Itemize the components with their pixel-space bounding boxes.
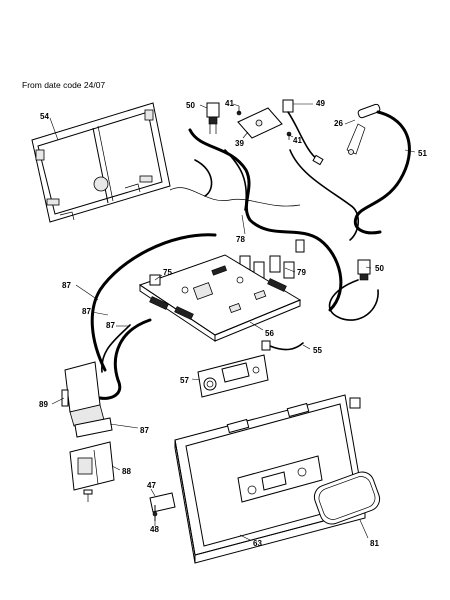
- part-78-harness: [188, 128, 343, 312]
- part-49-sensor-lead: [282, 99, 324, 166]
- callout-75: 75: [163, 268, 172, 277]
- part-88-coil: [69, 441, 115, 502]
- callout-63: 63: [253, 539, 262, 548]
- part-87-bracket: [74, 417, 113, 438]
- callout-87-valve: 87: [140, 426, 149, 435]
- callout-49: 49: [316, 99, 325, 108]
- callout-79: 79: [297, 268, 306, 277]
- callout-56: 56: [265, 329, 274, 338]
- callout-26: 26: [334, 119, 343, 128]
- callout-87-upper: 87: [62, 281, 71, 290]
- part-50-connector-right: [328, 259, 379, 321]
- part-87-valve-body: [61, 361, 105, 427]
- callout-50-right: 50: [375, 264, 384, 273]
- part-63-front-fascia: [174, 394, 366, 564]
- callout-50-top: 50: [186, 101, 195, 110]
- callout-78: 78: [236, 235, 245, 244]
- part-50-connector-top: [206, 102, 220, 134]
- part-55-ribbon: [269, 342, 304, 351]
- part-87-harness-upper: [90, 233, 217, 372]
- callout-87-mid: 87: [82, 307, 91, 316]
- part-54-frame: [31, 102, 171, 223]
- diagram-header-note: From date code 24/07: [22, 80, 106, 90]
- leader-lines: [49, 103, 416, 541]
- callout-81: 81: [370, 539, 379, 548]
- callout-55: 55: [313, 346, 322, 355]
- callout-48: 48: [150, 525, 159, 534]
- callout-47: 47: [147, 481, 156, 490]
- part-56-main-pcb: [138, 254, 302, 342]
- part-51-cable: [353, 110, 411, 235]
- part-57-display: [197, 354, 269, 398]
- callout-39: 39: [235, 139, 244, 148]
- callout-54: 54: [40, 112, 49, 121]
- part-26-probe: [346, 103, 381, 155]
- part-81-lens-cover: [313, 471, 381, 525]
- callout-89: 89: [39, 400, 48, 409]
- callout-57: 57: [180, 376, 189, 385]
- part-39-sensor-board: [236, 106, 292, 140]
- part-47-bracket: [149, 492, 176, 513]
- callout-41-top: 41: [225, 99, 234, 108]
- callout-51: 51: [418, 149, 427, 158]
- part-48-screw: [152, 505, 158, 521]
- part-87-harness-lower: [98, 318, 152, 400]
- callout-88: 88: [122, 467, 131, 476]
- callout-87-lower: 87: [106, 321, 115, 330]
- callout-41-bottom: 41: [293, 136, 302, 145]
